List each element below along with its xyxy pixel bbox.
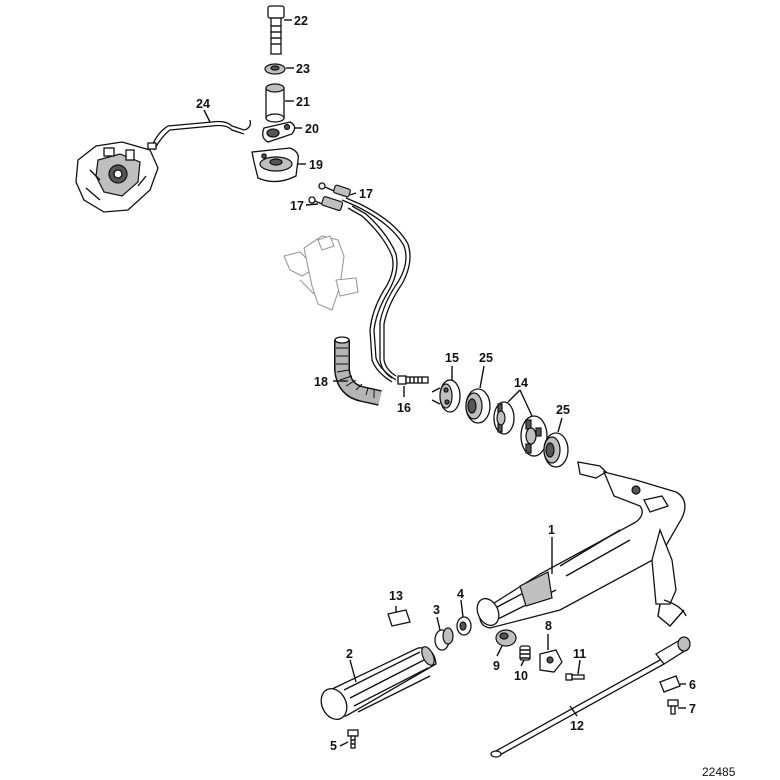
screw-part	[397, 375, 429, 385]
spring-part	[519, 645, 531, 661]
callout-19: 19	[309, 158, 323, 172]
decal-part	[387, 609, 411, 627]
bolt-part	[267, 5, 285, 55]
clamp-block-part	[539, 649, 563, 673]
callout-5: 5	[330, 739, 337, 753]
callout-25-upper: 25	[479, 351, 493, 365]
clip-part	[659, 675, 681, 693]
callout-9: 9	[493, 659, 500, 673]
callout-1: 1	[548, 523, 555, 537]
callout-21: 21	[296, 95, 310, 109]
cam-part	[495, 629, 517, 647]
callout-3: 3	[433, 603, 440, 617]
callout-7: 7	[689, 702, 696, 716]
callout-24: 24	[196, 97, 210, 111]
callout-13: 13	[389, 589, 403, 603]
friction-housing-part	[251, 147, 299, 183]
callout-18: 18	[314, 375, 328, 389]
retainer-plate-part	[431, 379, 461, 413]
carburetor-assembly	[75, 141, 159, 213]
throttle-cables	[341, 197, 411, 383]
bushing-part-upper	[465, 388, 491, 424]
callout-15: 15	[445, 351, 459, 365]
callout-4: 4	[457, 587, 464, 601]
leader-lines	[203, 19, 686, 747]
bushing-part-lower	[543, 432, 569, 468]
clamp-screw-part	[565, 673, 585, 681]
throttle-grip-part	[320, 646, 437, 721]
callout-6: 6	[689, 678, 696, 692]
callout-25-lower: 25	[556, 403, 570, 417]
callout-23: 23	[296, 62, 310, 76]
callout-10: 10	[514, 669, 528, 683]
callout-12: 12	[570, 719, 584, 733]
callout-16: 16	[397, 401, 411, 415]
grip-screw-part	[347, 729, 359, 749]
callout-17-lower: 17	[290, 199, 304, 213]
reference-number: 22485	[702, 765, 736, 779]
callout-17-upper: 17	[359, 187, 373, 201]
callout-labels: 22 23 21 20 19 24 17 17 18 16 15 25 14 2…	[196, 14, 736, 779]
bracket-part	[262, 121, 296, 143]
grip-washer-part	[456, 616, 472, 636]
cable-end-lower	[308, 196, 344, 211]
cable-end-upper	[318, 182, 351, 198]
roller-part-left	[493, 401, 515, 435]
callout-22: 22	[294, 14, 308, 28]
tiller-arm-part	[476, 461, 687, 629]
washer-part	[264, 63, 286, 75]
throttle-link-rod-part	[490, 636, 691, 758]
callout-2: 2	[346, 647, 353, 661]
roller-part-right	[520, 415, 548, 457]
callout-14: 14	[514, 376, 528, 390]
link-rod-part	[147, 119, 252, 151]
small-screw-part	[667, 699, 679, 715]
callout-8: 8	[545, 619, 552, 633]
grip-sleeve-part	[434, 627, 454, 651]
callout-20: 20	[305, 122, 319, 136]
sleeve-part	[265, 83, 285, 123]
hose-part	[334, 336, 382, 406]
callout-11: 11	[573, 647, 586, 661]
reference-bracket-ghost	[283, 235, 359, 311]
